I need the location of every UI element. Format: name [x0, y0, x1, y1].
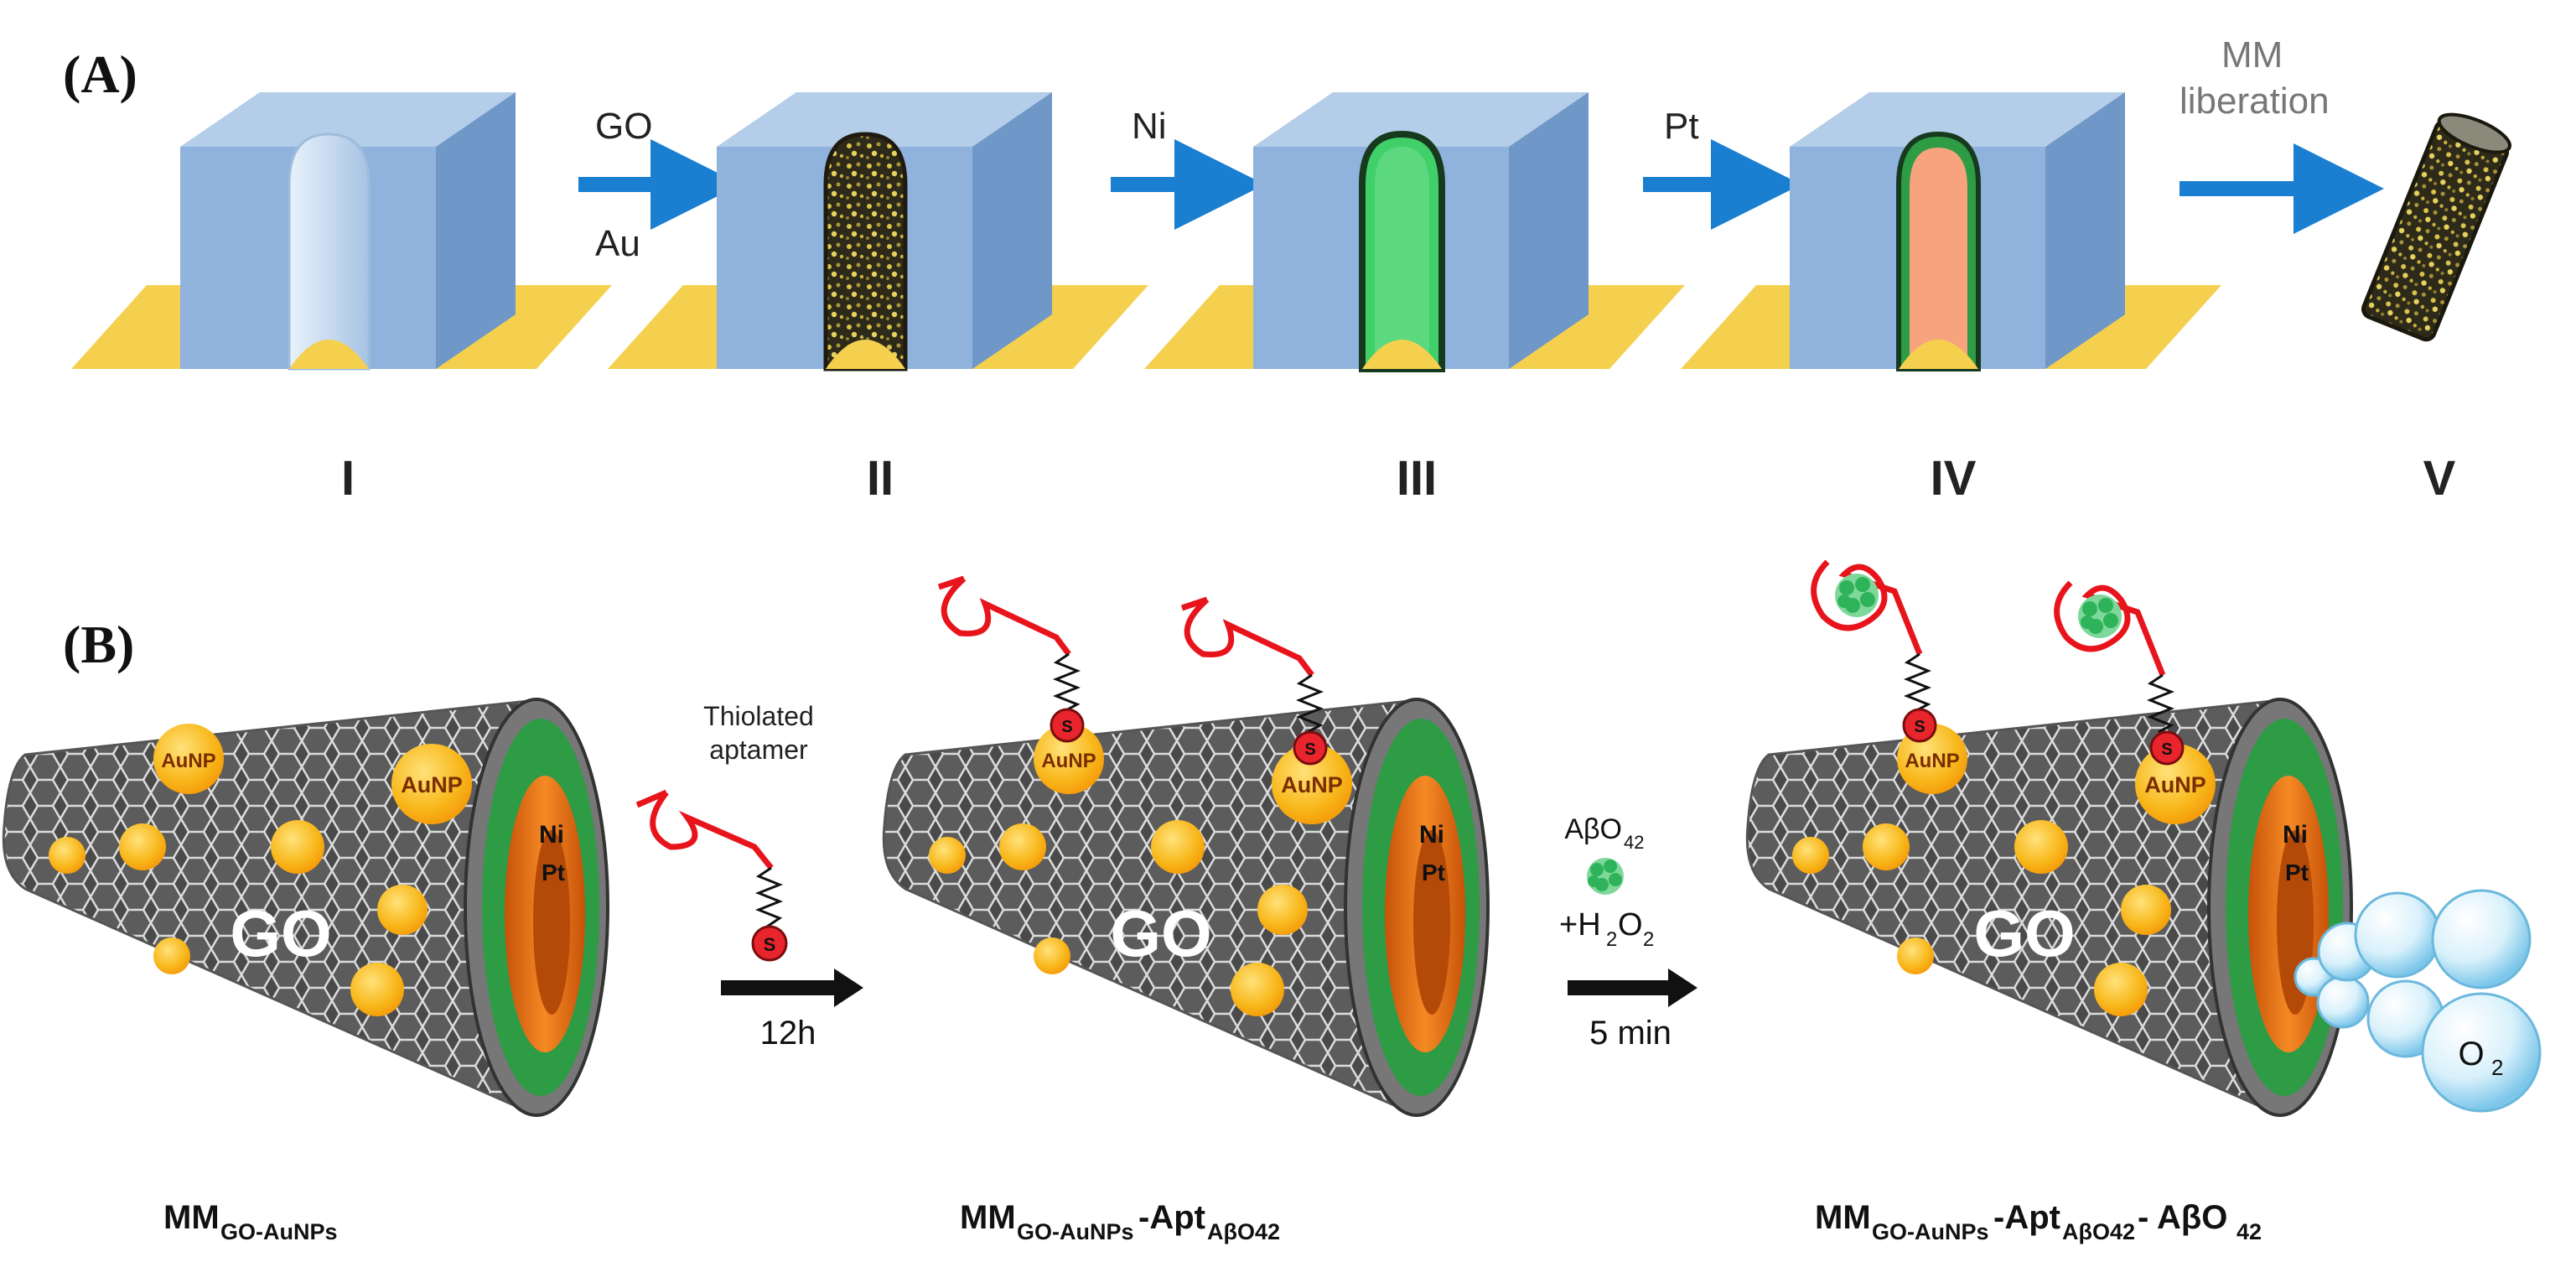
step-label-iii: III [1397, 451, 1437, 506]
oxygen-bubbles [2294, 889, 2542, 1113]
caption-3-sub3: 42 [2237, 1219, 2262, 1244]
arrow-label-mm: MM [2221, 34, 2283, 75]
h2o2-sub2: 2 [1643, 928, 1654, 951]
arrow-label-go: GO [595, 106, 652, 147]
tube-2 [882, 575, 1490, 1117]
s-label-3b: S [2161, 740, 2172, 759]
caption-1-main: MM [163, 1199, 220, 1236]
tube-3 [1745, 559, 2353, 1117]
step-label-i: I [341, 451, 355, 506]
ni-label-3: Ni [2283, 821, 2308, 849]
caption-1-sub: GO-AuNPs [220, 1219, 338, 1244]
step-label-ii: II [867, 451, 894, 506]
go-label-1: GO [230, 896, 331, 970]
arrow-label-au: Au [595, 223, 640, 264]
caption-2-main2: -Apt [1138, 1199, 1205, 1236]
pt-label-2: Pt [1422, 860, 1445, 885]
step-label-v: V [2423, 451, 2456, 506]
tube-1 [2, 698, 609, 1117]
micromotor-v [2361, 112, 2511, 342]
caption-3-sub2: AβO42 [2062, 1219, 2135, 1244]
free-aptamer [635, 789, 788, 962]
abeta-sub: 42 [1624, 832, 1644, 853]
time-5min: 5 min [1589, 1015, 1672, 1052]
abeta-oligomer-icon [1587, 858, 1624, 895]
caption-3-main1: MM [1815, 1199, 1871, 1236]
time-12h: 12h [760, 1015, 816, 1052]
caption-1: MM GO-AuNPs [163, 1199, 338, 1244]
template-block-IV [1681, 92, 2221, 371]
step-label-iv: IV [1931, 451, 1977, 506]
caption-2-sub2: AβO42 [1207, 1219, 1280, 1244]
abeta-label: AβO [1564, 813, 1622, 845]
pt-label-3: Pt [2285, 860, 2309, 885]
ni-label-1: Ni [539, 821, 564, 849]
go-label-2: GO [1110, 896, 1211, 970]
caption-3-main2: -Apt [1993, 1199, 2060, 1236]
caption-3-main3: - AβO [2138, 1199, 2227, 1236]
template-block-III [1144, 92, 1685, 372]
caption-2-main1: MM [960, 1199, 1016, 1236]
arrow-5min-head [1668, 969, 1697, 1007]
h2o2-o: O [1618, 907, 1643, 943]
reagent-thiolated: Thiolated [703, 701, 814, 731]
o2-sub: 2 [2491, 1055, 2503, 1080]
caption-2: MM GO-AuNPs -Apt AβO42 [960, 1199, 1280, 1244]
panel-a-label: (A) [63, 44, 137, 104]
caption-3: MM GO-AuNPs -Apt AβO42 - AβO 42 [1815, 1199, 2262, 1244]
go-label-3: GO [1973, 896, 2075, 970]
s-label-2b: S [1304, 740, 1315, 759]
caption-3-sub1: GO-AuNPs [1872, 1219, 1989, 1244]
aunp-label-2a: AuNP [1041, 750, 1096, 772]
aunp-label-1a: AuNP [161, 750, 215, 772]
s-label-3a: S [1914, 718, 1925, 736]
aunp-label-1b: AuNP [401, 772, 463, 797]
arrow-label-ni: Ni [1132, 106, 1167, 147]
aunp-label-2b: AuNP [1281, 772, 1343, 797]
pt-label-1: Pt [542, 860, 565, 885]
o2-label: O [2458, 1036, 2484, 1072]
s-label-2a: S [1061, 718, 1072, 736]
aunp-label-3b: AuNP [2144, 772, 2206, 797]
caption-2-sub1: GO-AuNPs [1017, 1219, 1134, 1244]
h2o2-sub1: 2 [1606, 928, 1617, 951]
template-block-II [608, 92, 1148, 371]
aunp-label-3a: AuNP [1905, 750, 1959, 772]
s-label-free: S [764, 934, 776, 955]
ni-label-2: Ni [1419, 821, 1444, 849]
arrow-label-pt: Pt [1664, 106, 1699, 147]
arrow-12h-head [834, 969, 863, 1007]
panel-b-label: (B) [63, 615, 134, 674]
arrow-label-liberation: liberation [2179, 80, 2330, 122]
reagent-aptamer: aptamer [709, 735, 808, 765]
h2o2-label: +H [1559, 907, 1601, 943]
template-block-I [71, 92, 612, 371]
